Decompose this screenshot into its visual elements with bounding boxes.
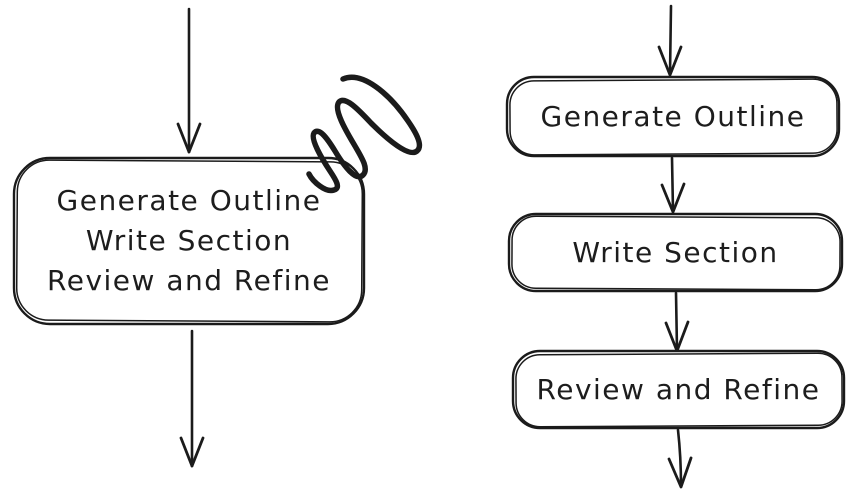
box-outline (12, 156, 366, 326)
box-outline (507, 212, 844, 293)
arrow-head-icon (667, 456, 693, 489)
left-incoming-arrow (176, 7, 202, 154)
right-step-label-1: Generate Outline (540, 100, 806, 133)
box-outline (505, 75, 841, 158)
box-label-line: Generate Outline (56, 184, 322, 217)
box-outline-echo (15, 159, 364, 323)
left-outgoing-arrow (179, 329, 205, 468)
right-step-label-2: Write Section (572, 236, 779, 269)
arrow-head-icon (660, 182, 686, 214)
box-outline-echo (515, 352, 843, 428)
box-outline-echo (511, 215, 841, 291)
box-label-line: Review and Refine (47, 264, 331, 297)
right-step-box-1 (505, 75, 841, 158)
left-combined-box-label: Generate Outline Write Section Review an… (13, 157, 365, 325)
right-arrow-3 (664, 291, 690, 353)
box-label-line: Write Section (85, 224, 293, 257)
arrow-shaft (676, 428, 683, 488)
right-arrow-2 (660, 156, 686, 214)
arrow-head-icon (176, 122, 202, 154)
box-outline-echo (509, 78, 838, 156)
right-step-label-3: Review and Refine (536, 373, 821, 406)
right-step-box-2 (507, 212, 844, 293)
box-outline (511, 349, 846, 430)
arrow-shaft (670, 156, 675, 213)
arrow-head-icon (657, 45, 683, 77)
right-step-box-3 (511, 349, 846, 430)
left-combined-box (12, 156, 366, 326)
right-outgoing-arrow (667, 428, 693, 489)
scribble-mark-icon (306, 74, 423, 194)
right-arrow-1 (657, 4, 683, 77)
arrow-head-icon (179, 436, 205, 468)
arrow-shaft (674, 291, 679, 352)
arrow-shaft (668, 4, 673, 76)
